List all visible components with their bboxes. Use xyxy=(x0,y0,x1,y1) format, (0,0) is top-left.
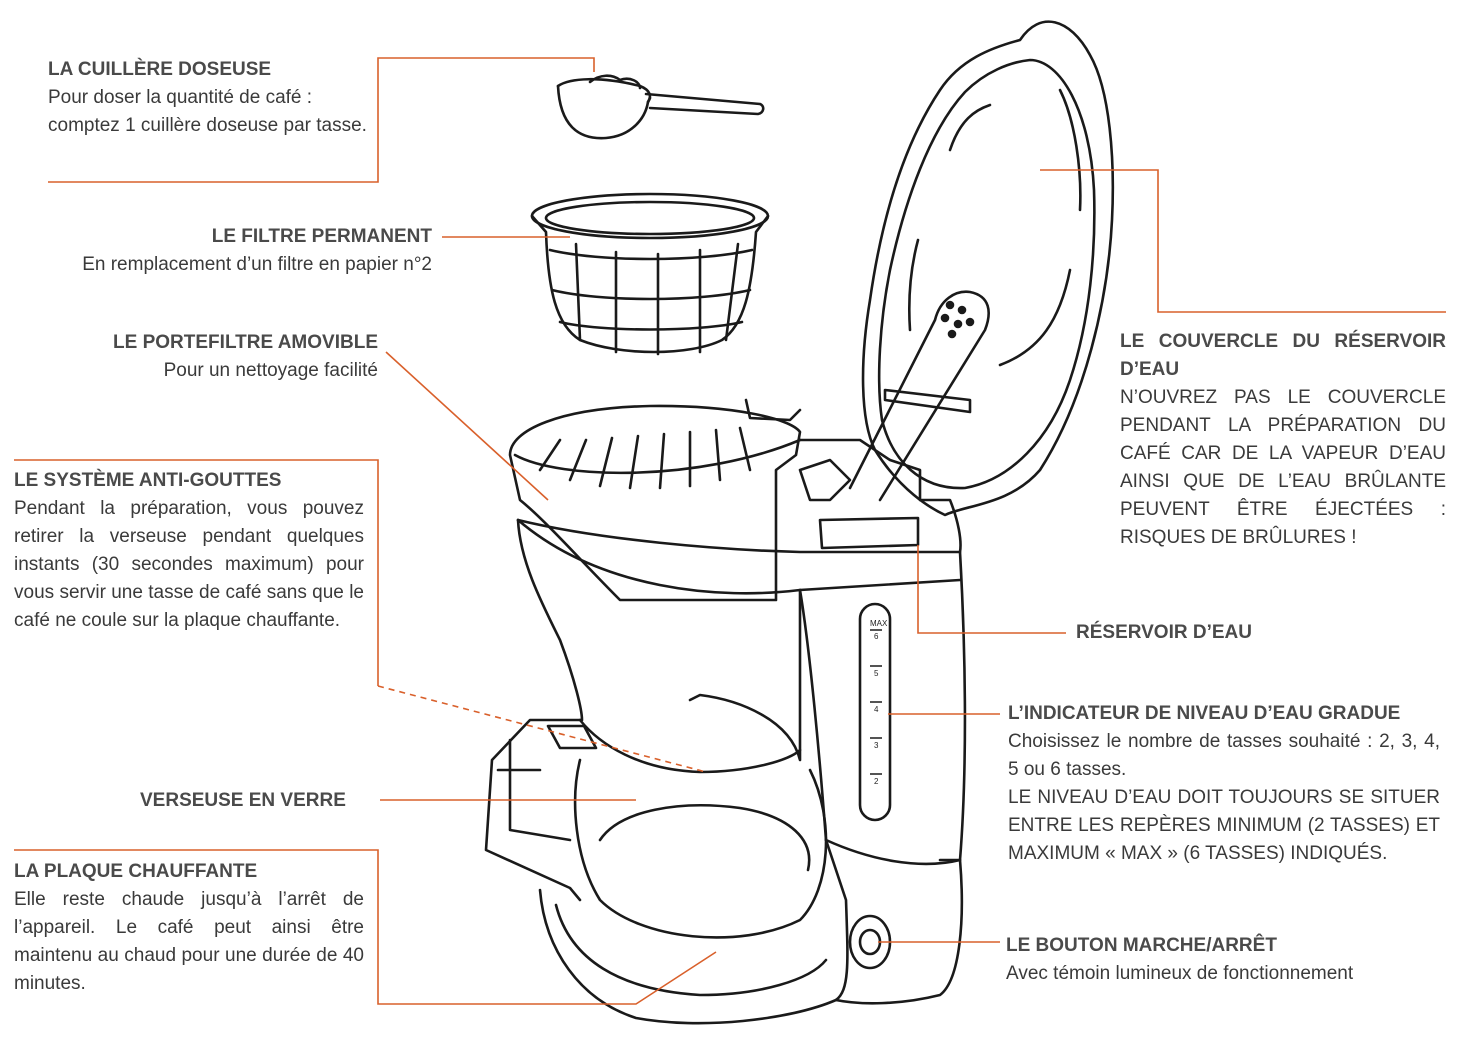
leader-plate xyxy=(14,849,717,1005)
callout-tank-title: RÉSERVOIR D’EAU xyxy=(1076,622,1252,643)
callout-holder-text: Pour un nettoyage facilité xyxy=(163,360,378,381)
callout-switch-title: LE BOUTON MARCHE/ARRÊT xyxy=(1006,935,1277,956)
callout-filter-title: LE FILTRE PERMANENT xyxy=(211,226,432,247)
callout-gauge-warning: LE NIVEAU D’EAU DOIT TOUJOURS SE SITUER … xyxy=(1008,787,1440,864)
callout-gauge-text: Choisissez le nombre de tasses souhaité … xyxy=(1008,731,1440,780)
leader-lines xyxy=(14,57,1446,1005)
callout-gauge: L’INDICATEUR DE NIVEAU D’EAU GRADUE Choi… xyxy=(1008,700,1440,868)
callout-filter-text: En remplacement d’un filtre en papier n°… xyxy=(82,254,432,275)
gauge-label-6: 6 xyxy=(874,632,879,641)
callout-lid-warning: N’OUVREZ PAS LE COUVERCLE PENDANT LA PRÉ… xyxy=(1120,387,1446,548)
leader-tank xyxy=(917,545,1066,634)
callout-holder: LE PORTEFILTRE AMOVIBLE Pour un nettoyag… xyxy=(60,329,378,385)
machine-body-drawing xyxy=(484,438,967,1025)
leader-lid xyxy=(1040,169,1446,313)
filter-holder-drawing xyxy=(508,398,802,602)
leader-antidrip-dashed xyxy=(377,685,707,773)
callout-antidrip: LE SYSTÈME ANTI-GOUTTES Pendant la prépa… xyxy=(14,467,364,635)
callout-lid-title: LE COUVERCLE DU RÉSERVOIR D’EAU xyxy=(1120,331,1446,380)
measuring-scoop-drawing xyxy=(556,74,765,140)
gauge-label-max: MAX xyxy=(870,619,888,628)
gauge-label-5: 5 xyxy=(874,669,879,678)
callout-switch: LE BOUTON MARCHE/ARRÊT Avec témoin lumin… xyxy=(1006,932,1446,988)
leader-antidrip xyxy=(14,459,379,686)
callout-antidrip-title: LE SYSTÈME ANTI-GOUTTES xyxy=(14,470,282,491)
callout-scoop-title: LA CUILLÈRE DOSEUSE xyxy=(48,59,272,80)
permanent-filter-drawing xyxy=(530,192,770,356)
water-tank-lid-drawing xyxy=(848,20,1115,517)
callout-gauge-title: L’INDICATEUR DE NIVEAU D’EAU GRADUE xyxy=(1008,703,1401,724)
callout-plate-title: LA PLAQUE CHAUFFANTE xyxy=(14,861,258,882)
callout-lid: LE COUVERCLE DU RÉSERVOIR D’EAU N’OUVREZ… xyxy=(1120,328,1446,552)
leader-holder xyxy=(385,351,549,501)
callout-antidrip-text: Pendant la préparation, vous pouvez reti… xyxy=(14,498,364,631)
callout-holder-title: LE PORTEFILTRE AMOVIBLE xyxy=(113,332,378,353)
callout-plate-text: Elle reste chaude jusqu’à l’arrêt de l’a… xyxy=(14,889,364,994)
gauge-label-3: 3 xyxy=(874,741,879,750)
gauge-label-2: 2 xyxy=(874,777,879,786)
callout-scoop: LA CUILLÈRE DOSEUSE Pour doser la quanti… xyxy=(48,56,368,140)
gauge-marks: MAX 6 5 4 3 2 xyxy=(870,619,888,786)
callout-scoop-text: Pour doser la quantité de café : comptez… xyxy=(48,87,367,136)
callout-plate: LA PLAQUE CHAUFFANTE Elle reste chaude j… xyxy=(14,858,364,998)
gauge-label-4: 4 xyxy=(874,705,879,714)
callout-carafe-title: VERSEUSE EN VERRE xyxy=(140,790,346,811)
callout-switch-text: Avec témoin lumineux de fonctionnement xyxy=(1006,963,1354,984)
leader-scoop xyxy=(48,57,595,183)
callout-filter: LE FILTRE PERMANENT En remplacement d’un… xyxy=(10,223,432,279)
